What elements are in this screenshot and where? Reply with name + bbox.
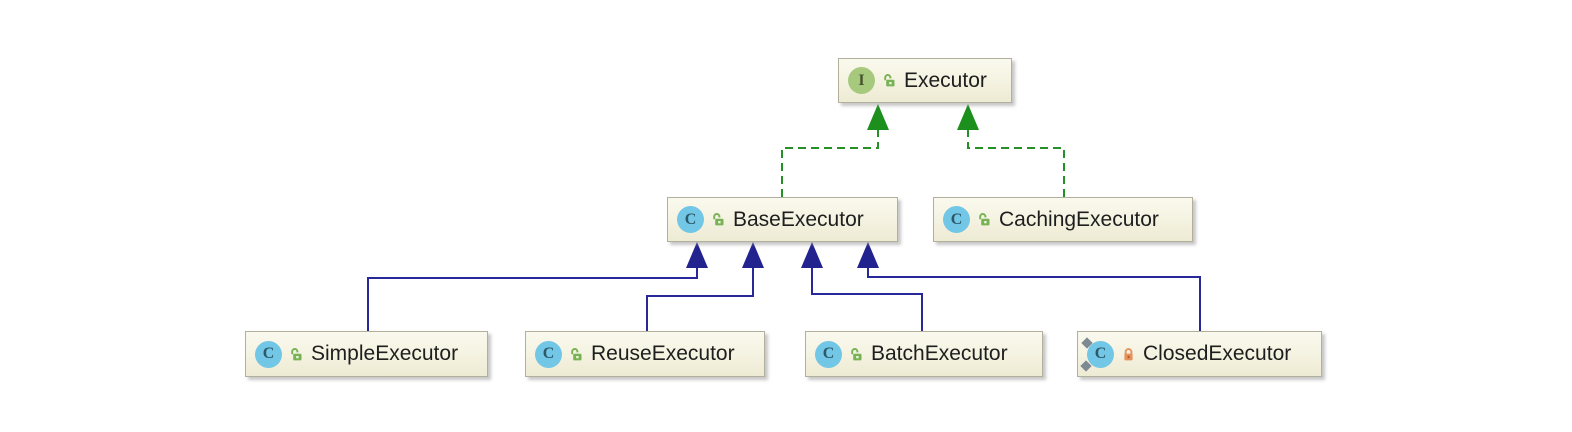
open-lock-icon <box>569 347 584 362</box>
class-icon-letter: C <box>822 345 835 362</box>
node-label: BaseExecutor <box>733 207 864 231</box>
node-label: ReuseExecutor <box>591 342 735 365</box>
edge-reuseexecutor-extends-baseexecutor[interactable] <box>646 242 764 331</box>
node-label: BatchExecutor <box>871 342 1008 365</box>
class-icon: C <box>677 206 704 233</box>
open-lock-icon <box>289 347 304 362</box>
node-caching-executor[interactable]: C CachingExecutor <box>933 197 1193 242</box>
node-base-executor[interactable]: C BaseExecutor <box>667 197 898 242</box>
open-lock-icon <box>711 212 726 227</box>
class-icon-letter: C <box>684 210 697 228</box>
edge-closedexecutor-extends-baseexecutor[interactable] <box>857 242 1201 331</box>
node-label: SimpleExecutor <box>311 342 459 365</box>
interface-icon-letter: I <box>858 71 865 89</box>
static-marker-icon <box>1080 359 1092 372</box>
class-icon: C <box>255 340 282 368</box>
edge-cachingexecutor-implements-executor[interactable] <box>957 104 1065 197</box>
node-label: Executor <box>904 68 987 92</box>
open-lock-icon <box>849 347 864 362</box>
node-reuse-executor[interactable]: C ReuseExecutor <box>525 331 765 377</box>
class-icon: C <box>535 340 562 368</box>
node-label: CachingExecutor <box>999 207 1159 231</box>
edge-batchexecutor-extends-baseexecutor[interactable] <box>801 242 923 331</box>
class-icon: C <box>815 340 842 368</box>
class-icon-letter: C <box>1094 345 1107 362</box>
node-label: ClosedExecutor <box>1143 342 1292 365</box>
static-class-icon: C <box>1080 336 1114 372</box>
open-lock-icon <box>882 73 897 88</box>
static-marker-icon <box>1081 336 1093 349</box>
class-icon: C <box>943 206 970 233</box>
class-icon-letter: C <box>262 345 275 362</box>
class-icon-letter: C <box>950 210 963 228</box>
node-batch-executor[interactable]: C BatchExecutor <box>805 331 1043 377</box>
edge-simpleexecutor-extends-baseexecutor[interactable] <box>367 242 708 331</box>
interface-icon: I <box>848 67 875 94</box>
closed-lock-icon <box>1121 347 1136 362</box>
class-icon-letter: C <box>542 345 555 362</box>
open-lock-icon <box>977 212 992 227</box>
node-executor[interactable]: I Executor <box>838 58 1012 103</box>
node-simple-executor[interactable]: C SimpleExecutor <box>245 331 488 377</box>
node-closed-executor[interactable]: C ClosedExecutor <box>1077 331 1322 377</box>
edge-baseexecutor-implements-executor[interactable] <box>781 104 889 197</box>
